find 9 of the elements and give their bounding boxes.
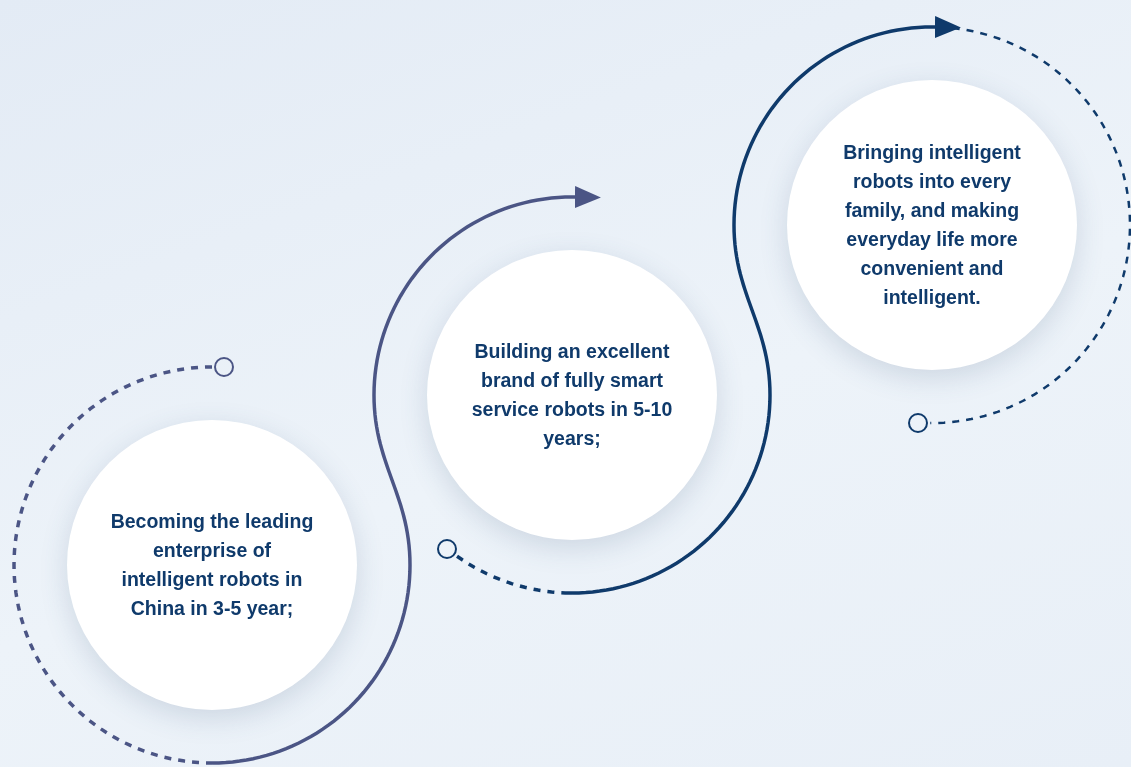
small-circle-marker [214,357,235,378]
curved-arrow [12,186,601,765]
dashed-arc [930,26,1131,425]
milestone-text: Bringing intelligent robots into every family, and making everyday life more convenient and intelligent. [842,140,1022,310]
milestone-text: Becoming the leading enterprise of intelligent robots in China in 3-5 year; [109,509,315,621]
curved-arrow [456,16,961,595]
small-circle-marker [908,412,929,433]
small-circle-marker [437,538,458,559]
milestone-text: Building an excellent brand of fully smart service robots in 5-10 years; [470,339,674,451]
